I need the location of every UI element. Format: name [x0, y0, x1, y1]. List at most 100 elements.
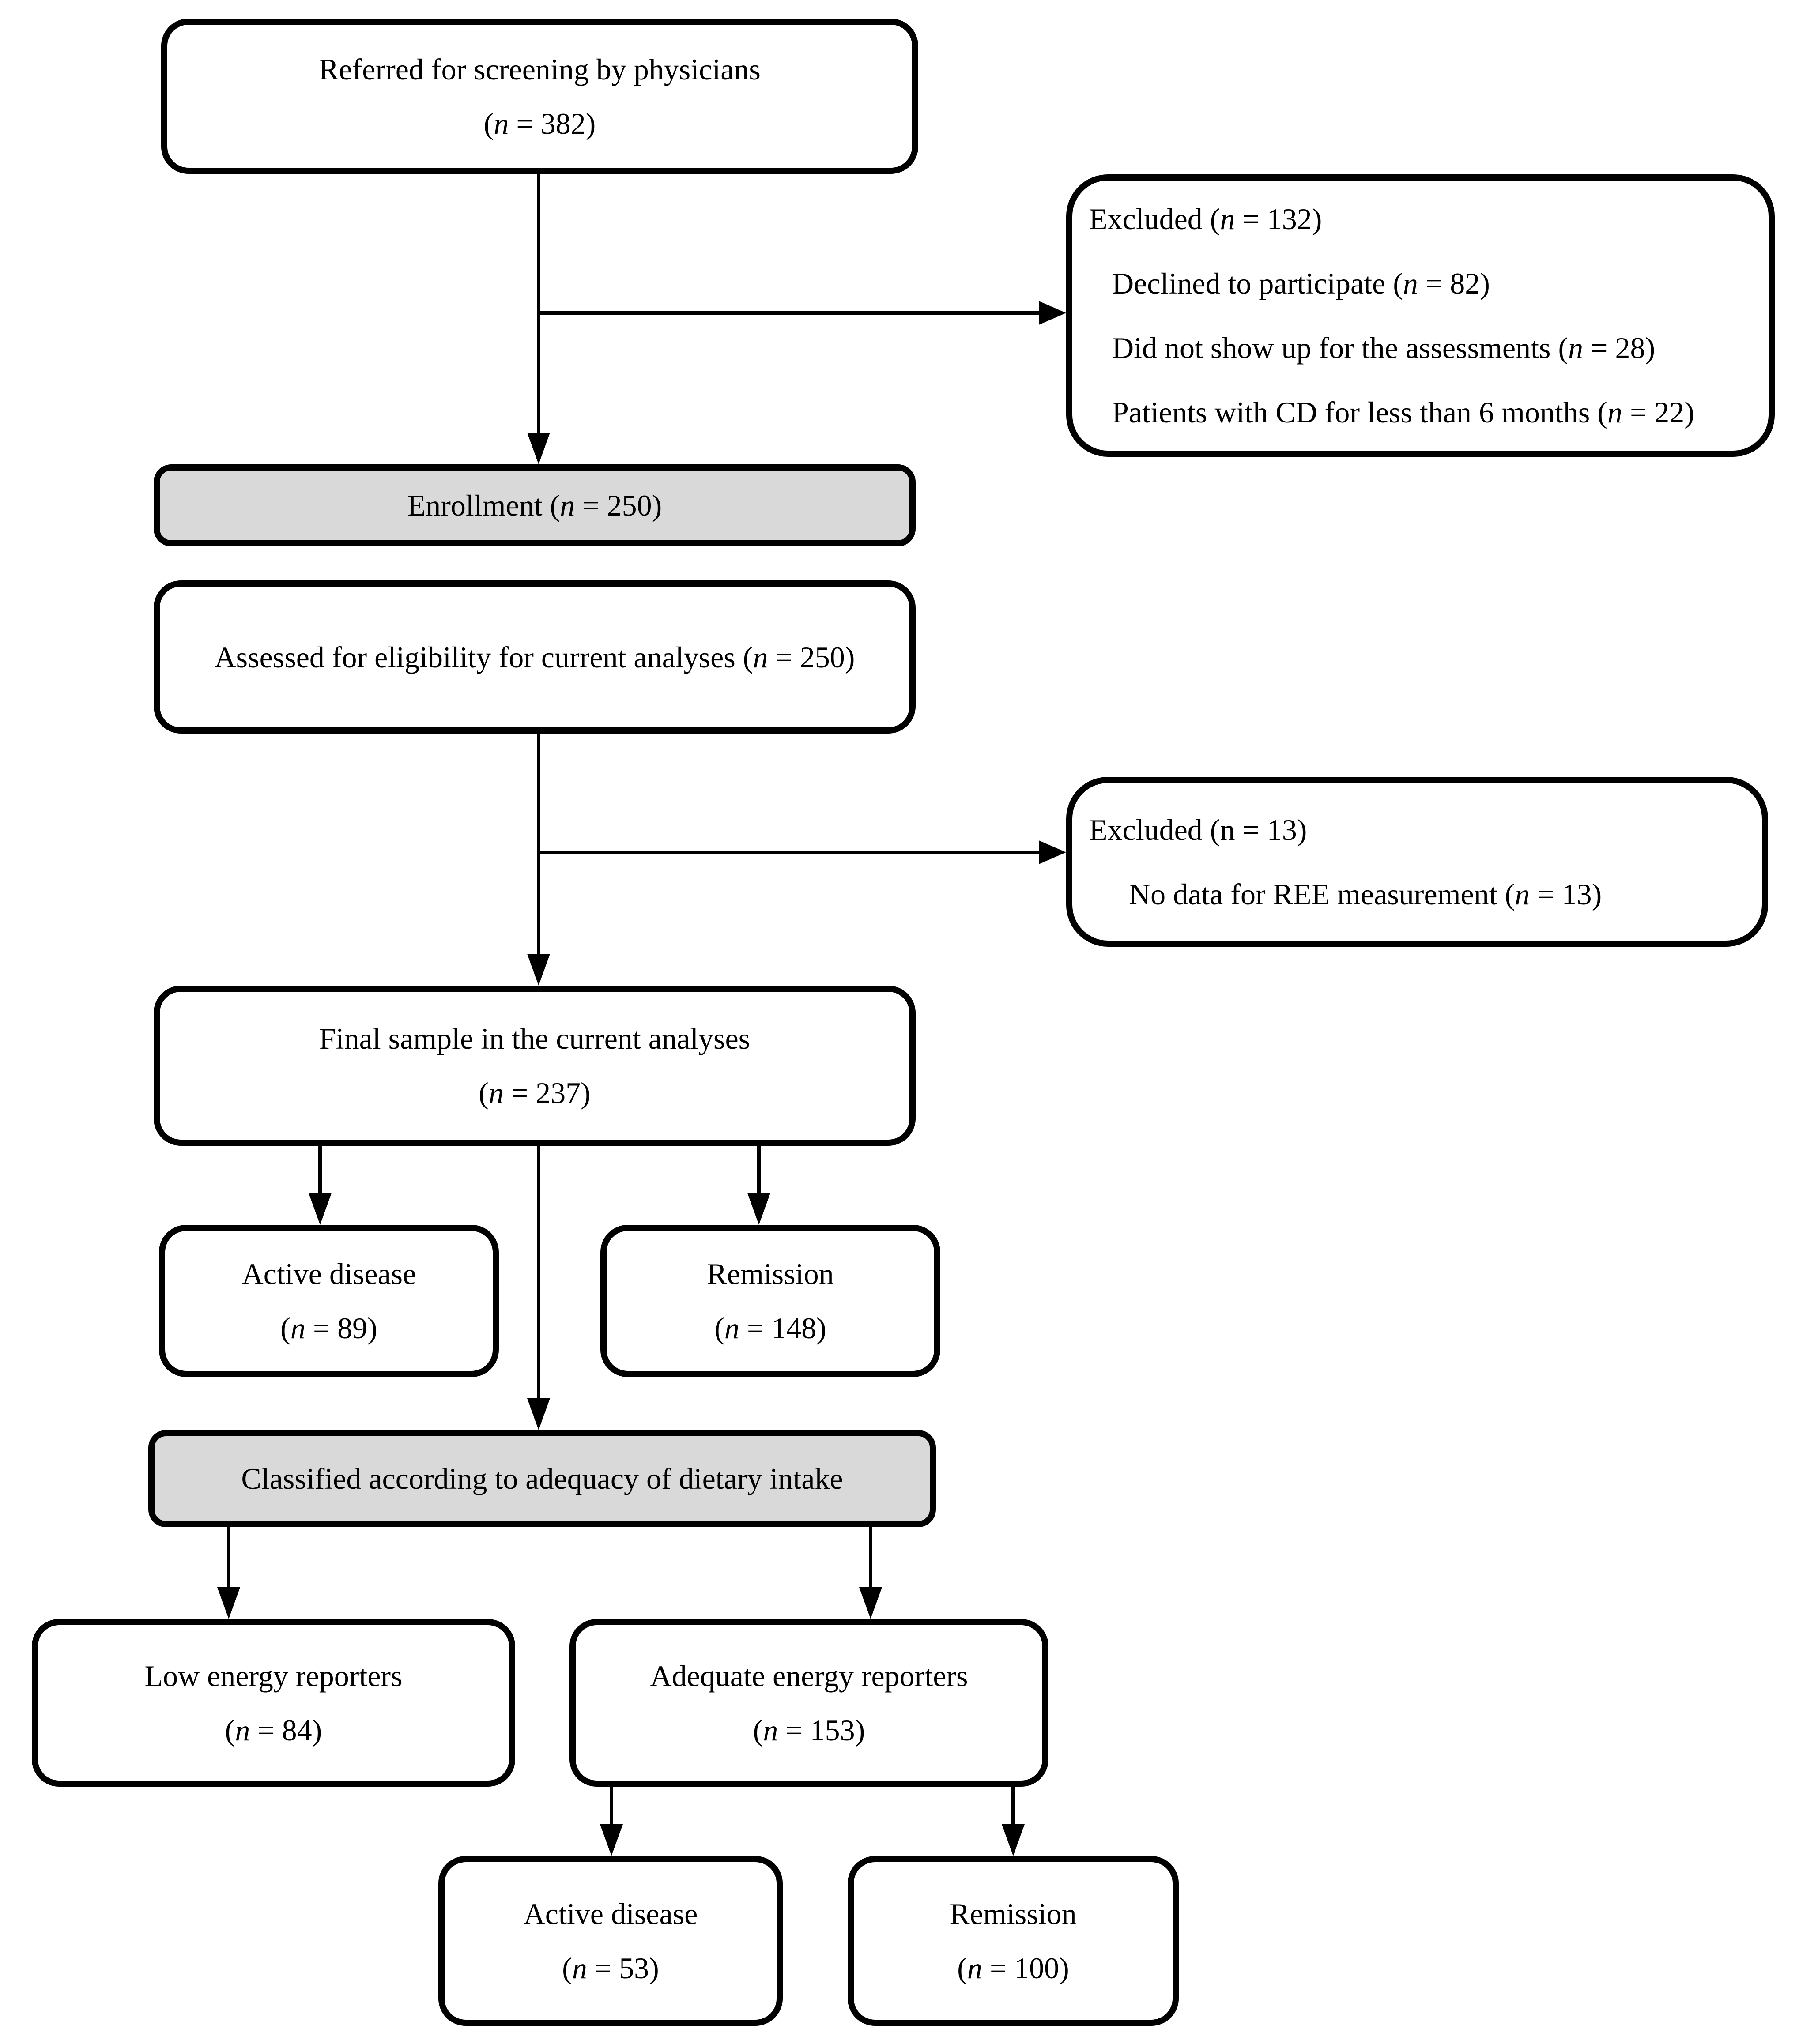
item-n: n	[1515, 877, 1530, 911]
arrowhead-down-active1-icon	[309, 1193, 332, 1225]
item-n: n	[1607, 395, 1622, 429]
box-low-count: (n = 84)	[225, 1715, 322, 1745]
header-pre: Excluded (	[1089, 202, 1220, 236]
box-adequate-energy-reporters: Adequate energy reporters (n = 153)	[569, 1619, 1048, 1787]
count-pre: (	[280, 1311, 290, 1345]
arrowhead-down-active2-icon	[600, 1824, 623, 1856]
item-post: = 22)	[1622, 395, 1694, 429]
arrowhead-down-remission2-icon	[1002, 1824, 1025, 1856]
box-active-disease-1: Active disease (n = 89)	[159, 1225, 499, 1377]
count-n: n	[763, 1713, 778, 1747]
count-n: n	[488, 1076, 504, 1110]
box-active1-count: (n = 89)	[280, 1313, 377, 1343]
box-excluded1-item-1: Declined to participate (n = 82)	[1112, 268, 1490, 298]
count-post: = 153)	[778, 1713, 865, 1747]
box-final: Final sample in the current analyses (n …	[154, 986, 916, 1146]
box-excluded1-item-2: Did not show up for the assessments (n =…	[1112, 333, 1655, 363]
box-excluded2-header: Excluded (n = 13)	[1089, 815, 1307, 845]
box-assessed-text: Assessed for eligibility for current ana…	[215, 642, 855, 672]
arrowhead-down-classified-icon	[527, 1398, 550, 1430]
box-active2-title: Active disease	[523, 1897, 698, 1931]
box-low-energy-reporters: Low energy reporters (n = 84)	[32, 1619, 515, 1787]
count-pre: (	[483, 106, 494, 140]
count-n: n	[290, 1311, 305, 1345]
item-post: = 13)	[1530, 877, 1602, 911]
arrowhead-right-excluded2-icon	[1039, 840, 1066, 864]
box-final-title: Final sample in the current analyses	[319, 1022, 751, 1055]
connector-branch-to-excluded2	[539, 851, 1039, 854]
item-pre: No data for REE measurement (	[1129, 877, 1515, 911]
count-post: = 382)	[509, 106, 596, 140]
box-remission2-count: (n = 100)	[957, 1953, 1069, 1983]
connector-assessed-to-final	[537, 734, 540, 956]
count-post: = 53)	[587, 1951, 659, 1985]
connector-final-to-classified	[537, 1146, 540, 1400]
arrowhead-down-remission1-icon	[747, 1193, 770, 1225]
box-excluded2: Excluded (n = 13) No data for REE measur…	[1066, 777, 1768, 947]
count-n: n	[724, 1311, 739, 1345]
box-assessed: Assessed for eligibility for current ana…	[154, 580, 916, 734]
count-post: = 89)	[305, 1311, 377, 1345]
box-excluded1-header: Excluded (n = 132)	[1089, 204, 1322, 234]
box-adequate-count: (n = 153)	[753, 1715, 865, 1745]
box-excluded1: Excluded (n = 132) Declined to participa…	[1066, 174, 1775, 457]
count-pre: (	[479, 1076, 489, 1110]
count-n: n	[494, 106, 509, 140]
box-active1-title: Active disease	[241, 1257, 416, 1291]
box-active-disease-2: Active disease (n = 53)	[438, 1856, 783, 2026]
count-pre: (	[714, 1311, 724, 1345]
box-final-count: (n = 237)	[479, 1078, 591, 1108]
box-remission-2: Remission (n = 100)	[848, 1856, 1179, 2026]
count-pre: (	[225, 1713, 235, 1747]
arrowhead-down-final-icon	[527, 954, 550, 986]
header-pre: Excluded (n = 13)	[1089, 813, 1307, 847]
count-n: n	[967, 1951, 982, 1985]
count-post: = 84)	[250, 1713, 322, 1747]
arrowhead-down-low-icon	[217, 1587, 240, 1619]
text-pre: Assessed for eligibility for current ana…	[214, 640, 753, 674]
count-post: = 100)	[982, 1951, 1069, 1985]
box-excluded2-item-1: No data for REE measurement (n = 13)	[1129, 879, 1602, 909]
header-n: n	[1220, 202, 1235, 236]
arrowhead-right-excluded1-icon	[1039, 301, 1066, 325]
arrowhead-down-enrollment-icon	[527, 433, 550, 464]
item-post: = 82)	[1418, 267, 1490, 300]
connector-adequate-to-active2	[610, 1787, 613, 1826]
count-n: n	[572, 1951, 587, 1985]
box-remission2-title: Remission	[950, 1897, 1077, 1931]
item-pre: Patients with CD for less than 6 months …	[1112, 395, 1607, 429]
arrowhead-down-adequate-icon	[859, 1587, 882, 1619]
count-post: = 148)	[739, 1311, 826, 1345]
count-pre: (	[753, 1713, 763, 1747]
connector-classified-to-low	[227, 1527, 230, 1589]
box-adequate-title: Adequate energy reporters	[650, 1659, 968, 1693]
connector-classified-to-adequate	[869, 1527, 872, 1589]
count-pre: (	[957, 1951, 967, 1985]
item-n: n	[1568, 331, 1584, 365]
connector-adequate-to-remission2	[1011, 1787, 1015, 1826]
text-post: = 250)	[768, 640, 855, 674]
box-referred: Referred for screening by physicians (n …	[161, 19, 918, 174]
box-low-title: Low energy reporters	[144, 1659, 403, 1693]
connector-final-to-active1	[318, 1146, 322, 1195]
text-pre: Enrollment (	[407, 489, 560, 522]
item-pre: Did not show up for the assessments (	[1112, 331, 1569, 365]
box-referred-count: (n = 382)	[484, 109, 596, 139]
box-remission1-count: (n = 148)	[714, 1313, 826, 1343]
item-pre: Declined to participate (	[1112, 267, 1403, 300]
count-pre: (	[562, 1951, 572, 1985]
text-n: n	[560, 489, 575, 522]
connector-branch-to-excluded1	[539, 311, 1039, 315]
item-post: = 28)	[1583, 331, 1656, 365]
box-active2-count: (n = 53)	[562, 1953, 659, 1983]
box-enrollment: Enrollment (n = 250)	[154, 464, 916, 546]
box-enrollment-text: Enrollment (n = 250)	[407, 490, 662, 520]
text-post: = 250)	[575, 489, 662, 522]
box-classified-title: Classified according to adequacy of diet…	[241, 1462, 843, 1495]
item-n: n	[1403, 267, 1418, 300]
header-post: = 132)	[1235, 202, 1322, 236]
box-referred-title: Referred for screening by physicians	[319, 52, 761, 86]
connector-final-to-remission1	[757, 1146, 761, 1195]
box-excluded1-item-3: Patients with CD for less than 6 months …	[1112, 397, 1694, 427]
